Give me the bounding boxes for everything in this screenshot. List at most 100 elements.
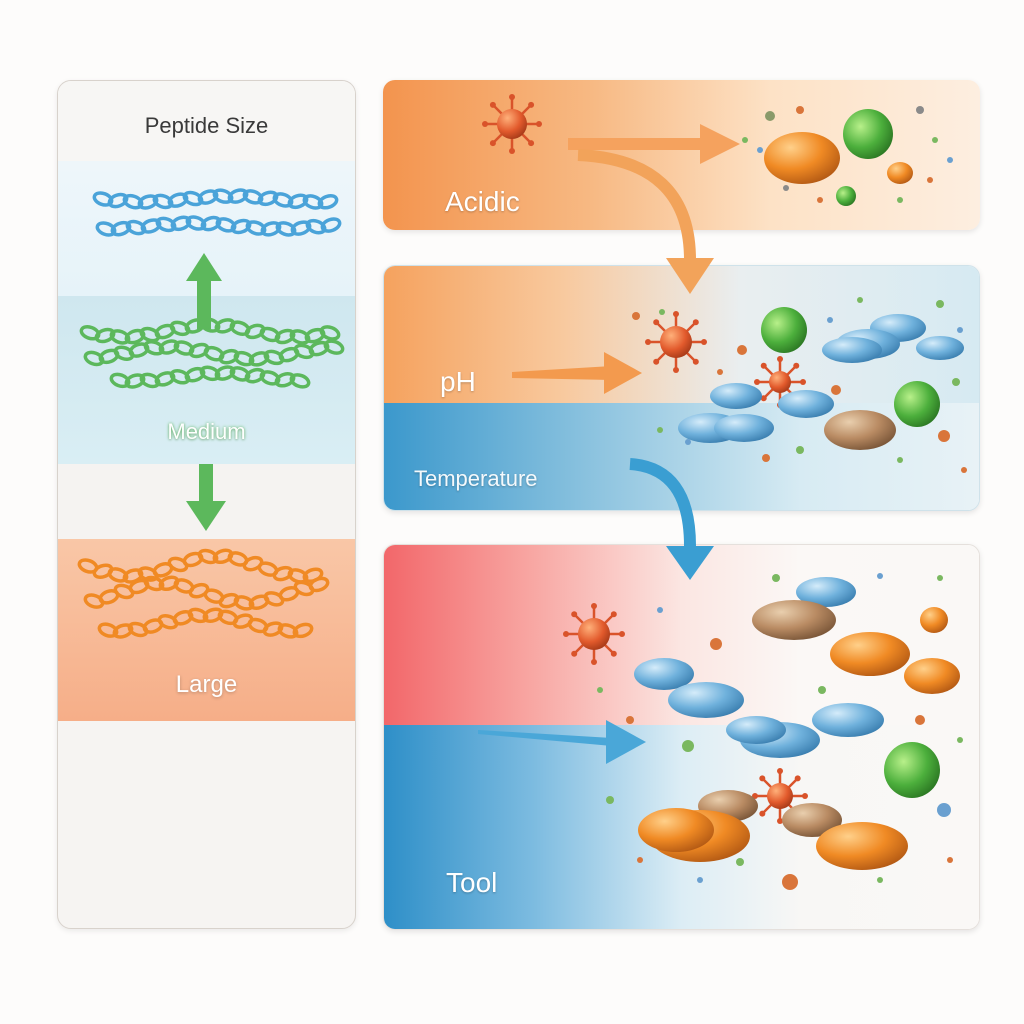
particle-dot — [717, 369, 723, 375]
particle-dot — [915, 715, 925, 725]
green-chain-icon — [79, 317, 341, 345]
orange-molecule — [920, 607, 948, 633]
particle-dot — [597, 687, 603, 693]
particle-dot — [937, 803, 951, 817]
particle-dot — [637, 857, 643, 863]
blue-molecule — [916, 336, 964, 360]
peptide-size-panel: Peptide Size Medium Large — [57, 80, 356, 929]
peptide-chains-graphic — [77, 188, 345, 639]
green-sphere — [894, 381, 940, 427]
flow-arrow-curve-2-icon — [629, 458, 714, 580]
particle-dot — [783, 185, 789, 191]
particle-dot — [757, 147, 763, 153]
blue-molecule — [796, 577, 856, 607]
particle-dot — [957, 327, 963, 333]
green-sphere — [836, 186, 856, 206]
orange-chain-icon — [77, 548, 324, 584]
blue-molecule — [726, 716, 786, 744]
particle-dot — [927, 177, 933, 183]
blue-molecule — [634, 658, 694, 690]
particle-dot — [938, 430, 950, 442]
green-chain-icon — [109, 365, 311, 389]
particle-dot — [765, 111, 775, 121]
green-sphere — [884, 742, 940, 798]
tool-label: Tool — [446, 867, 498, 898]
particle-dot — [957, 737, 963, 743]
particle-dot — [877, 573, 883, 579]
peptide-size-title: Peptide Size — [144, 113, 269, 138]
particle-dot — [682, 740, 694, 752]
particle-dot — [606, 796, 614, 804]
brown-molecule — [752, 600, 836, 640]
blue-molecule — [822, 337, 882, 363]
blue-molecule — [668, 682, 744, 718]
particle-dot — [947, 157, 953, 163]
particle-dot — [657, 607, 663, 613]
virus-icon — [645, 311, 707, 373]
blue-chain-icon — [95, 215, 342, 237]
ph-label: pH — [440, 366, 476, 397]
virus-icon — [752, 768, 808, 824]
particle-dot — [961, 467, 967, 473]
orange-chain-icon — [83, 575, 330, 611]
particle-dot — [817, 197, 823, 203]
particle-dot — [697, 877, 703, 883]
particle-dot — [772, 574, 780, 582]
particle-dot — [937, 575, 943, 581]
particle-dot — [831, 385, 841, 395]
particle-dot — [952, 378, 960, 386]
medium-label: Medium — [167, 419, 246, 444]
particle-dot — [877, 877, 883, 883]
flow-arrow-2-icon — [512, 352, 642, 394]
up-arrow-icon — [186, 253, 222, 329]
particle-dot — [818, 686, 826, 694]
particle-dot — [932, 137, 938, 143]
orange-molecule — [887, 162, 913, 184]
green-chain-icon — [83, 339, 345, 367]
orange-molecule — [816, 822, 908, 870]
large-label: Large — [175, 671, 238, 698]
orange-molecule — [904, 658, 960, 694]
particle-dot — [947, 857, 953, 863]
particle-dot — [737, 345, 747, 355]
orange-molecule — [764, 132, 840, 184]
particle-dot — [657, 427, 663, 433]
particle-dot — [796, 106, 804, 114]
large-band — [58, 539, 355, 721]
brown-molecule — [782, 803, 842, 837]
orange-molecule — [830, 632, 910, 676]
particle-dot — [936, 300, 944, 308]
green-sphere — [843, 109, 893, 159]
particle-dot — [857, 297, 863, 303]
title-band — [58, 81, 355, 161]
particle-dot — [626, 716, 634, 724]
orange-molecule — [638, 808, 714, 852]
particle-dot — [742, 137, 748, 143]
particle-dot — [632, 312, 640, 320]
brown-molecule — [824, 410, 896, 450]
particle-dot — [685, 439, 691, 445]
blue-molecule — [778, 390, 834, 418]
virus-icon — [482, 94, 542, 154]
particle-dot — [796, 446, 804, 454]
particle-dot — [710, 638, 722, 650]
virus-icon — [563, 603, 625, 665]
temperature-label: Temperature — [414, 466, 538, 491]
particle-dot — [736, 858, 744, 866]
flow-arrow-1-icon — [568, 124, 740, 164]
particle-dot — [916, 106, 924, 114]
green-sphere — [761, 307, 807, 353]
blue-chain-icon — [92, 188, 339, 210]
down-arrow-icon — [186, 464, 226, 531]
orange-chain-icon — [97, 607, 314, 639]
flow-arrow-3-icon — [478, 720, 646, 764]
particle-dot — [827, 317, 833, 323]
particle-dot — [897, 197, 903, 203]
acidic-label: Acidic — [445, 186, 520, 217]
particle-dot — [782, 874, 798, 890]
particle-dot — [897, 457, 903, 463]
flow-arrow-curve-1-icon — [577, 149, 714, 294]
particle-dot — [762, 454, 770, 462]
